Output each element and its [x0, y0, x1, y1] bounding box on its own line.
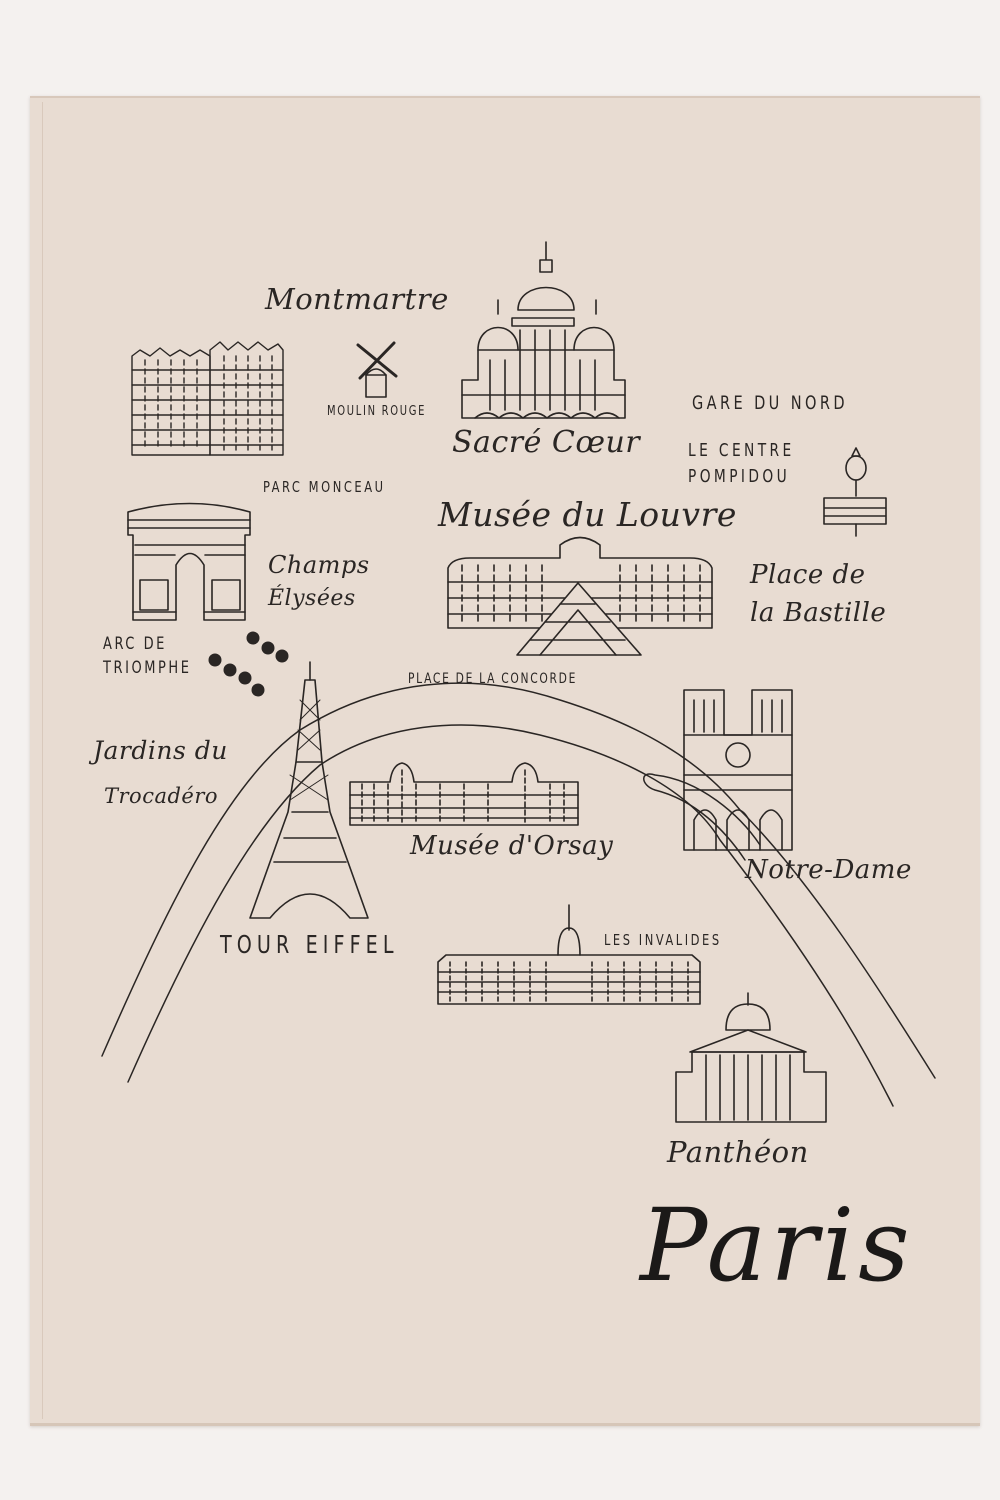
tea-towel: [30, 96, 980, 1426]
label-pompidou-line1: LE CENTRE: [688, 440, 795, 461]
lamppost-icon: [823, 447, 887, 537]
label-champs-line1: Champs: [268, 551, 370, 579]
label-place-de-la-concorde: PLACE DE LA CONCORDE: [408, 671, 578, 687]
label-musee-du-louvre: Musée du Louvre: [438, 495, 737, 534]
louvre-icon: [447, 536, 713, 656]
arc-de-triomphe-icon: [127, 502, 251, 621]
label-parc-monceau: PARC MONCEAU: [263, 478, 386, 496]
label-tour-eiffel: TOUR EIFFEL: [220, 930, 399, 959]
eiffel-tower-icon: [249, 661, 369, 919]
label-arc-line1: ARC DE: [103, 634, 167, 654]
hem-stitch: [42, 102, 43, 1419]
musee-d-orsay-icon: [349, 762, 579, 826]
title-paris: Paris: [640, 1187, 914, 1304]
label-musee-d-orsay: Musée d'Orsay: [410, 831, 614, 861]
pantheon-icon: [675, 992, 827, 1123]
les-invalides-icon: [437, 904, 701, 1005]
notre-dame-icon: [683, 689, 793, 851]
label-les-invalides: LES INVALIDES: [604, 931, 722, 949]
label-pantheon: Panthéon: [667, 1135, 809, 1169]
label-trocadero-line2: Trocadéro: [104, 784, 219, 808]
label-trocadero-line1: Jardins du: [93, 736, 228, 765]
sacre-coeur-icon: [461, 241, 626, 419]
label-champs-line2: Élysées: [268, 586, 356, 611]
label-notre-dame: Notre-Dame: [745, 855, 912, 885]
label-gare-du-nord: GARE DU NORD: [692, 392, 848, 414]
label-moulin-rouge: MOULIN ROUGE: [327, 404, 427, 419]
label-sacre-coeur: Sacré Cœur: [452, 425, 641, 460]
moulin-rouge-windmill-icon: [356, 341, 398, 398]
label-arc-line2: TRIOMPHE: [103, 658, 192, 678]
trees-icon: [208, 631, 289, 697]
label-bastille-line1: Place de: [750, 560, 866, 590]
label-pompidou-line2: POMPIDOU: [688, 466, 791, 487]
label-bastille-line2: la Bastille: [750, 598, 887, 628]
label-montmartre: Montmartre: [265, 282, 449, 316]
haussmann-buildings-icon: [131, 341, 284, 456]
